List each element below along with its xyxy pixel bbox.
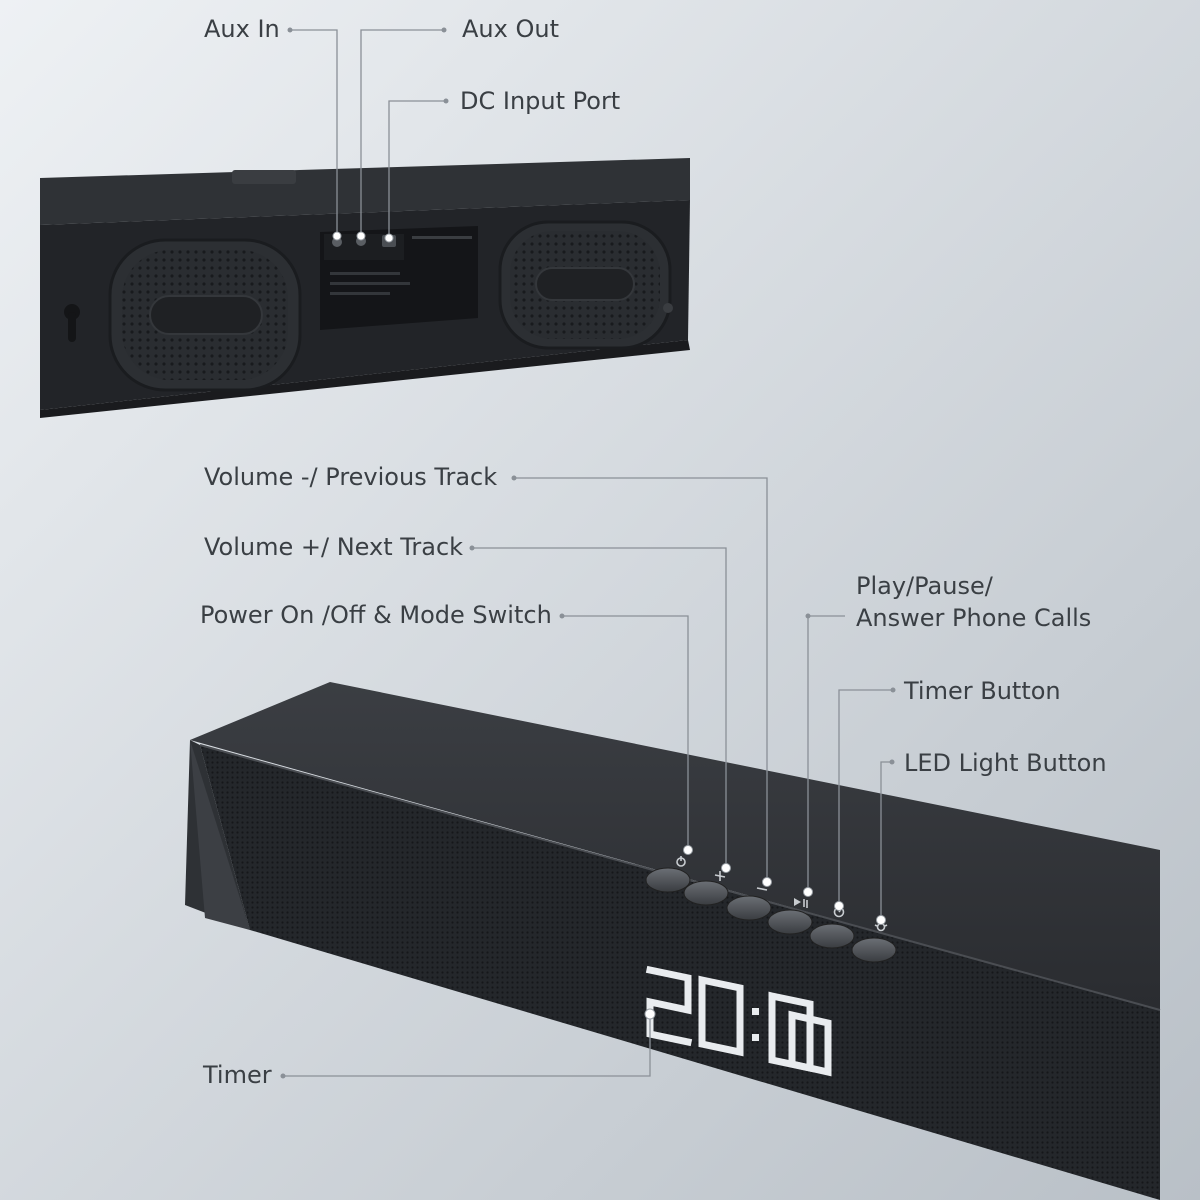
timer-button-label: Timer Button: [904, 677, 1061, 705]
target-markers: [332, 231, 886, 1020]
speaker-top-face: [190, 682, 1160, 1010]
led-digit-2: [645, 965, 693, 1047]
plus-icon: [714, 871, 726, 881]
volume-minus-label: Volume -/ Previous Track: [204, 463, 498, 491]
play-pause-label: Play/Pause/ Answer Phone Calls: [856, 570, 1091, 635]
led-display: [645, 965, 832, 1077]
power-label: Power On /Off & Mode Switch: [200, 601, 552, 629]
speaker-front-view: [185, 682, 1161, 1200]
timer-button[interactable]: [809, 923, 855, 949]
port-panel: [320, 226, 478, 330]
passive-radiator-right: [498, 220, 672, 350]
speaker-rear-view: [40, 158, 690, 418]
keyhole-left-icon: [64, 304, 80, 342]
minus-icon: [756, 887, 768, 891]
dc-input-label: DC Input Port: [460, 87, 621, 115]
control-buttons: [645, 856, 897, 963]
power-icon: [676, 856, 686, 867]
volume-plus-button[interactable]: [683, 880, 729, 906]
rear-screw: [663, 303, 673, 313]
aux-out-label: Aux Out: [462, 15, 559, 43]
led-light-button[interactable]: [851, 937, 897, 963]
rear-top-edge: [40, 158, 690, 225]
passive-radiator-left: [108, 238, 302, 392]
aux-in-label: Aux In: [204, 15, 280, 43]
led-button-label: LED Light Button: [904, 749, 1107, 777]
led-digit-0-first: [698, 975, 744, 1057]
volume-plus-label: Volume +/ Next Track: [204, 533, 464, 561]
led-colon: [752, 1008, 759, 1041]
led-digit-0-third: [788, 1010, 832, 1077]
play-pause-label-line2: Answer Phone Calls: [856, 604, 1092, 633]
front-grille: [200, 745, 1160, 1200]
top-leader-lines: [290, 29, 446, 236]
timer-display-label: Timer: [203, 1061, 272, 1089]
play-pause-label-line1: Play/Pause/: [856, 572, 993, 600]
top-vent: [232, 170, 296, 184]
power-button[interactable]: [645, 867, 691, 893]
play-pause-button[interactable]: [767, 909, 813, 935]
play-pause-icon: [794, 898, 808, 908]
volume-minus-button[interactable]: [726, 895, 772, 921]
